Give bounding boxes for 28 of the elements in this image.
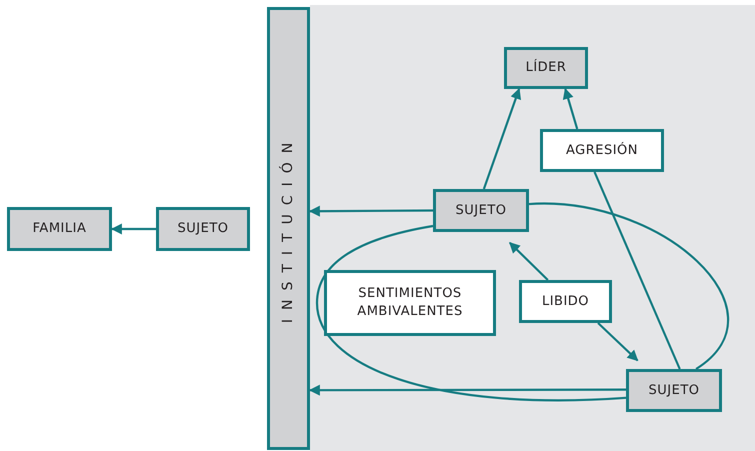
arrow (482, 88, 522, 190)
arrow (308, 206, 433, 217)
node-label: SUJETO (456, 202, 506, 220)
arrow (110, 224, 156, 234)
vertical-bar (267, 7, 310, 450)
connector-line (594, 172, 681, 370)
node-label: LIBIDO (542, 292, 590, 310)
process-box (626, 369, 722, 412)
process-box (433, 189, 529, 232)
arrow (509, 242, 549, 281)
arrow (597, 322, 638, 362)
process-box (7, 207, 112, 251)
node-label: FAMILIA (32, 220, 86, 238)
node-label: LÍDER (526, 59, 566, 77)
process-box (504, 47, 588, 89)
label-box (540, 129, 664, 172)
vertical-label: INSTITUCIÓN (279, 134, 298, 324)
process-box (156, 207, 250, 251)
connector-line (316, 224, 626, 402)
node-label: SENTIMIENTOS AMBIVALENTES (356, 285, 464, 321)
label-box (324, 270, 496, 336)
label-box (519, 280, 612, 323)
node-label: SUJETO (648, 382, 700, 400)
arrow (562, 88, 578, 130)
arrow (308, 384, 626, 396)
node-label: AGRESIÓN (566, 142, 638, 160)
connector-line (529, 202, 729, 370)
node-label: SUJETO (178, 220, 228, 238)
